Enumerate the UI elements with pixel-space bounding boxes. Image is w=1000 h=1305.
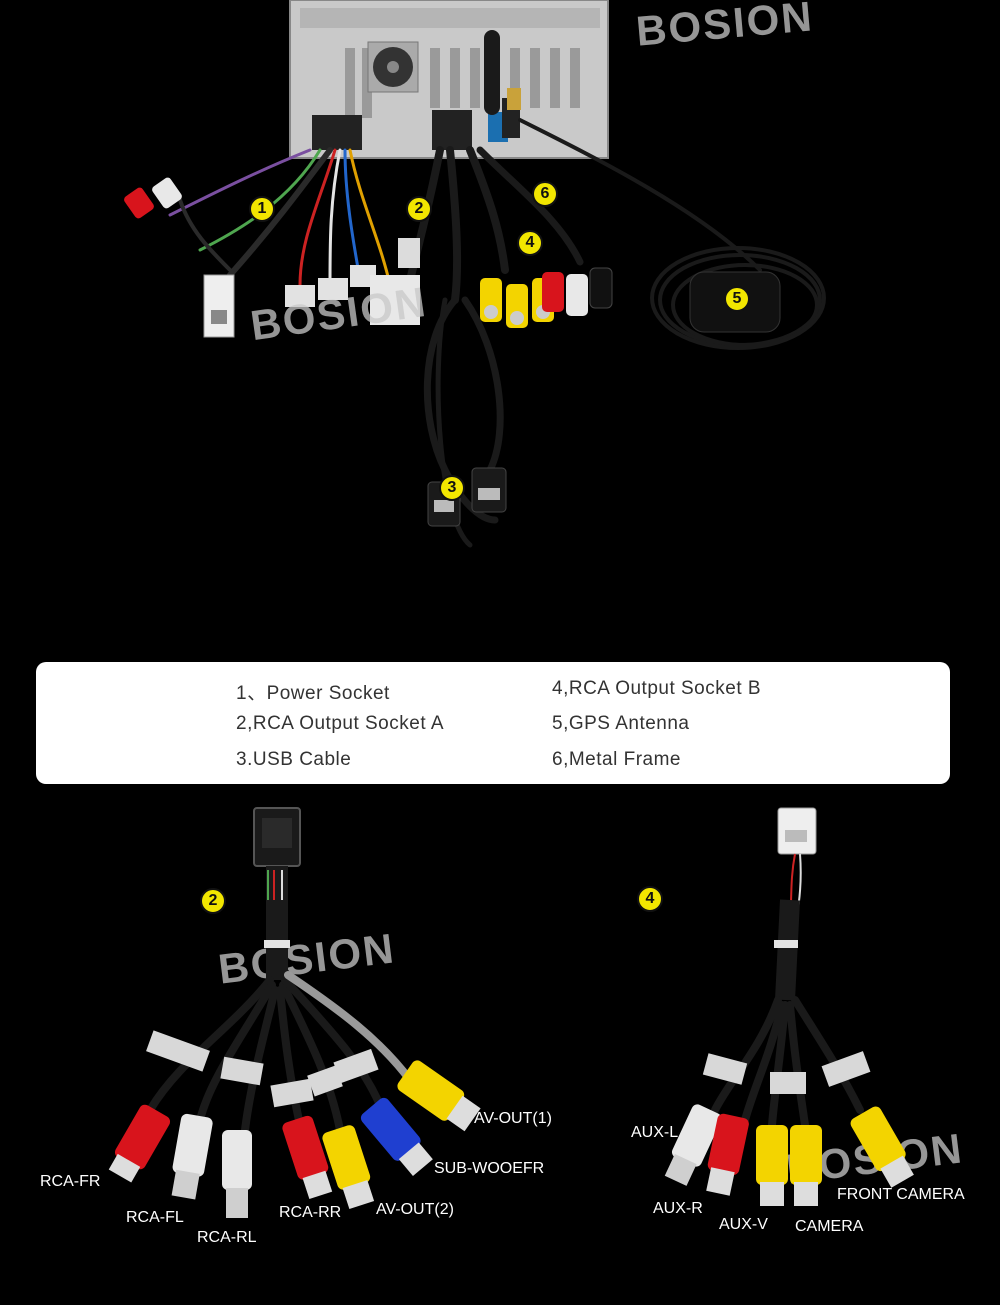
callout-badge-gps-antenna: 5: [724, 286, 750, 312]
label-rca-rl: RCA-RL: [197, 1229, 257, 1246]
label-aux-r: AUX-R: [653, 1200, 703, 1217]
callout-badge-rca-a: 2: [200, 888, 226, 914]
label-av-out-2: AV-OUT(2): [376, 1201, 454, 1218]
label-aux-l: AUX-L: [631, 1124, 679, 1141]
legend-item: 3.USB Cable: [236, 749, 352, 770]
label-rca-fr: RCA-FR: [40, 1173, 101, 1190]
callout-badge-power-socket: 1: [249, 196, 275, 222]
label-front-camera: FRONT CAMERA: [837, 1186, 965, 1203]
callout-badge-metal-frame: 6: [532, 181, 558, 207]
callout-badge-rca-a: 2: [406, 196, 432, 222]
rca-harness-b-photo: [620, 800, 1000, 1305]
legend-panel: 1、Power Socket 2,RCA Output Socket A 3.U…: [36, 662, 950, 784]
label-rca-rr: RCA-RR: [279, 1204, 342, 1221]
callout-badge-rca-b: 4: [637, 886, 663, 912]
legend-item: 2,RCA Output Socket A: [236, 713, 444, 734]
legend-item: 5,GPS Antenna: [552, 713, 690, 734]
callout-badge-rca-b: 4: [517, 230, 543, 256]
label-camera: CAMERA: [795, 1218, 864, 1235]
label-sub-woofer: SUB-WOOEFR: [434, 1160, 545, 1177]
label-aux-v: AUX-V: [719, 1216, 768, 1233]
legend-item: 6,Metal Frame: [552, 749, 681, 770]
label-av-out-1: AV-OUT(1): [474, 1110, 552, 1127]
label-rca-fl: RCA-FL: [126, 1209, 184, 1226]
callout-badge-usb-cable: 3: [439, 475, 465, 501]
legend-item: 1、Power Socket: [236, 683, 390, 704]
rca-harness-a-photo: [0, 800, 580, 1305]
head-unit-photo: [0, 0, 1000, 640]
legend-item: 4,RCA Output Socket B: [552, 678, 762, 699]
